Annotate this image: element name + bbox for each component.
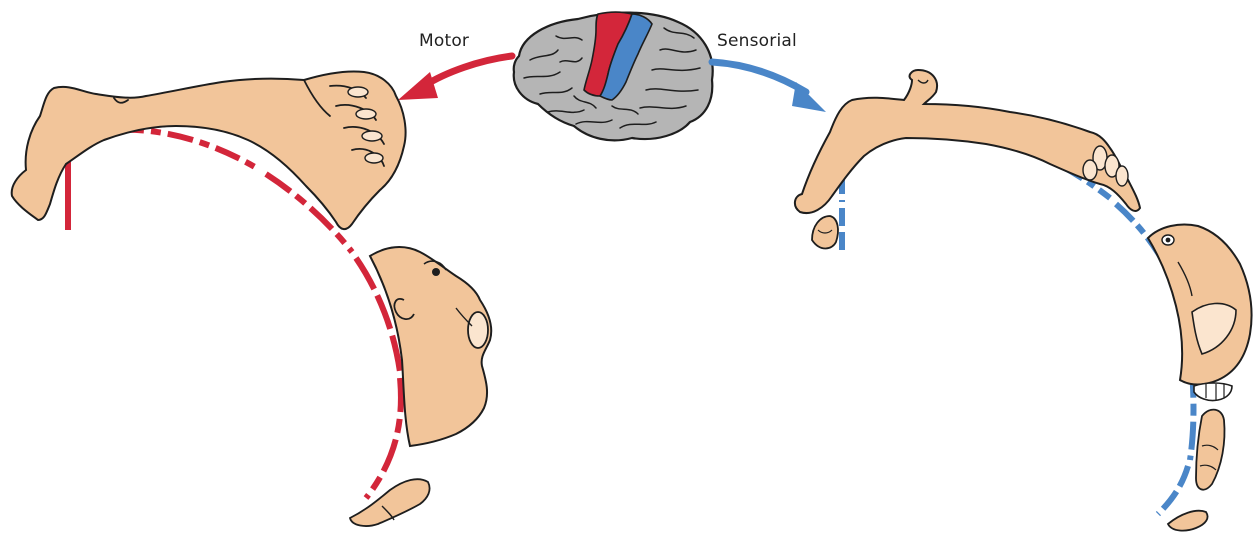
sensory-tongue xyxy=(1196,410,1225,490)
sensory-throat xyxy=(1168,511,1208,531)
motor-label: Motor xyxy=(419,31,469,51)
sensory-arrow-icon xyxy=(712,62,826,112)
sensory-map-arc xyxy=(842,130,1193,515)
brain-icon xyxy=(514,12,713,140)
motor-face xyxy=(370,247,491,446)
sensory-teeth xyxy=(1194,383,1232,401)
sensory-face xyxy=(1148,225,1252,385)
motor-tongue xyxy=(350,479,430,526)
motor-arrow-icon xyxy=(398,56,512,100)
sensory-small-parts xyxy=(812,216,838,249)
sensory-label: Sensorial xyxy=(717,31,797,51)
sensory-body-arm xyxy=(795,70,1140,213)
